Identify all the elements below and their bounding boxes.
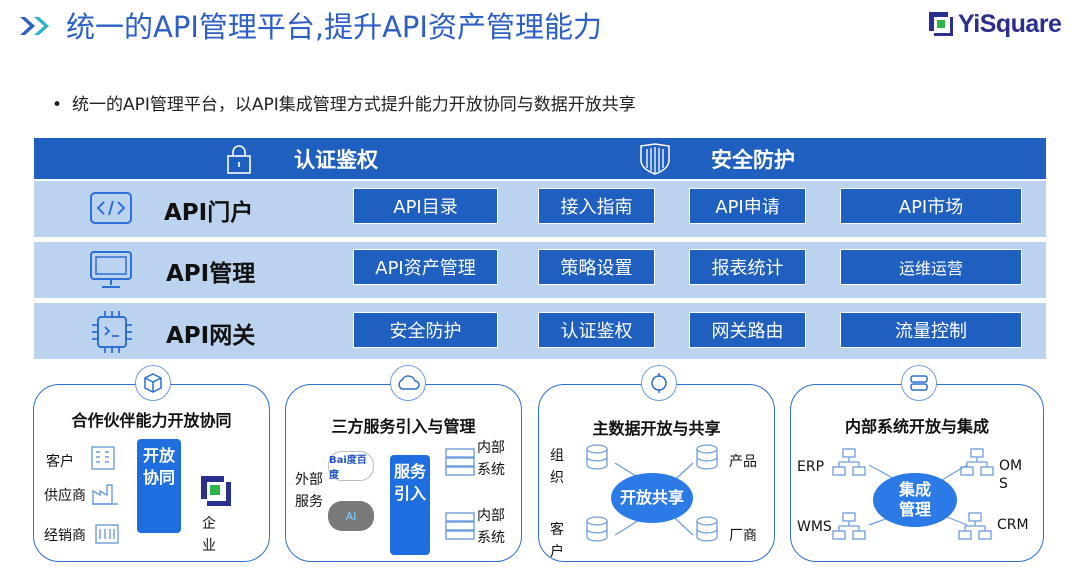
ai-cloud-icon: AI [328,501,374,531]
logo-text: YiSquare [958,9,1062,38]
database-icon [696,444,718,470]
open-collab-block: 开放协同 [137,439,181,533]
policy-settings-button[interactable]: 策略设置 [538,249,655,285]
api-market-button[interactable]: API市场 [840,188,1022,224]
server-icon [445,448,475,476]
lock-icon [227,144,251,174]
vendor-label: 厂商 [729,528,757,544]
building-icon [91,446,115,470]
server-icon [445,512,475,540]
network-nodes-icon [832,512,866,540]
supplier-label: 供应商 [44,488,86,504]
internal-system-label: 内部系统 [477,508,505,546]
chip-icon [92,311,132,353]
traffic-control-button[interactable]: 流量控制 [840,312,1022,348]
network-nodes-icon [958,512,992,540]
internal-system-label: 内部系统 [477,440,505,478]
card-title: 合作伙伴能力开放协同 [71,411,232,430]
row-api-gateway: API网关 安全防护 认证鉴权 网关路由 流量控制 [34,303,1046,359]
database-icon [586,444,608,470]
external-service-label: 外部服务 [295,472,323,510]
security-band: 认证鉴权 安全防护 [34,138,1046,179]
card-master-data: 主数据开放与共享 组织 产品 开放共享 客户 厂商 [538,365,775,562]
ops-button[interactable]: 运维运营 [840,249,1022,285]
row-label: API管理 [166,261,256,287]
wms-label: WMS [797,519,832,535]
customer-label: 客户 [46,454,74,470]
network-nodes-icon [832,448,866,476]
auth-band-item: 认证鉴权 [222,138,378,179]
server-stack-icon [901,365,937,401]
code-window-icon [90,192,132,224]
service-intro-block: 服务引入 [390,455,430,555]
card-title: 内部系统开放与集成 [844,417,989,436]
authentication-button[interactable]: 认证鉴权 [538,312,655,348]
row-label: API门户 [164,200,254,226]
api-apply-button[interactable]: API申请 [689,188,806,224]
card-partner-collab: 合作伙伴能力开放协同 客户 供应商 经销商 开放协同 企业 [33,365,270,562]
cube-icon-svg [144,373,162,393]
band-left-label: 认证鉴权 [294,147,378,172]
enterprise-logo-icon [201,476,231,506]
integration-ellipse: 集成管理 [873,473,957,527]
integration-label: 集成管理 [898,480,931,519]
network-nodes-icon [960,448,994,476]
cloud-icon-svg [398,375,420,390]
server-stack-icon-svg [910,375,928,391]
card-internal-integration: 内部系统开放与集成 ERP OMS 集成管理 WMS CRM [790,365,1044,562]
oms-label: OMS [999,458,1023,492]
cycle-icon [641,365,677,401]
row-api-management: API管理 API资产管理 策略设置 报表统计 运维运营 [34,242,1046,298]
yisquare-logo-icon [929,12,953,36]
dealer-label: 经销商 [44,528,86,544]
row-label: API网关 [166,323,256,349]
bullet-text: • 统一的API管理平台，以API集成管理方式提升能力开放协同与数据开放共享 [52,90,636,115]
row-api-portal: API门户 API目录 接入指南 API申请 API市场 [34,181,1046,237]
enterprise-label: 企业 [202,516,216,554]
cloud-icon [390,365,426,401]
shield-icon [640,142,670,175]
database-icon [586,516,608,542]
access-guide-button[interactable]: 接入指南 [538,188,655,224]
cycle-icon-svg [651,373,667,393]
bullet-dot: • [52,95,63,115]
band-right-label: 安全防护 [711,147,795,172]
card-title: 主数据开放与共享 [592,419,721,438]
product-label: 产品 [729,454,757,470]
report-statistics-button[interactable]: 报表统计 [689,249,806,285]
api-asset-management-button[interactable]: API资产管理 [353,249,498,285]
store-icon [95,524,119,544]
open-share-ellipse: 开放共享 [611,473,693,523]
customer-label: 客户 [550,522,564,560]
erp-label: ERP [797,459,825,475]
card-title: 三方服务引入与管理 [331,417,476,436]
database-icon [696,516,718,542]
bullet-label: 统一的API管理平台，以API集成管理方式提升能力开放协同与数据开放共享 [72,95,636,115]
double-chevron-icon [20,17,49,35]
baidu-cloud-icon: Bai度百度 [328,451,374,481]
protect-band-item: 安全防护 [637,138,795,179]
cube-icon [135,365,171,401]
monitor-icon [90,251,132,288]
crm-label: CRM [997,517,1029,533]
api-catalog-button[interactable]: API目录 [353,188,498,224]
factory-icon [92,484,118,505]
page-title: 统一的API管理平台,提升API资产管理能力 [66,10,602,44]
security-protection-button[interactable]: 安全防护 [353,312,498,348]
logo: YiSquare [926,6,1062,42]
org-label: 组织 [550,448,564,486]
card-third-party: 三方服务引入与管理 外部服务 Bai度百度 AI 服务引入 内部系统 内部系统 [285,365,522,562]
gateway-routing-button[interactable]: 网关路由 [689,312,806,348]
